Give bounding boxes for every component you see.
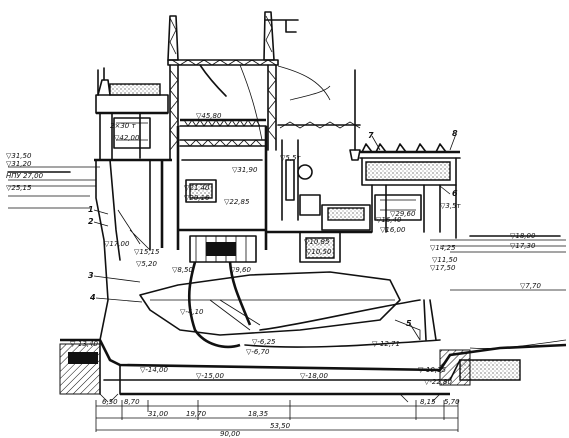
dimension-lines [95, 400, 459, 432]
dim-8: 53,50 [270, 422, 291, 430]
powerhouse-superstructure [167, 11, 331, 250]
elev-floor-1515: ▽15,15 [134, 248, 160, 256]
elev-crane-right: ▽5,5т [280, 154, 302, 162]
unit-block [178, 228, 372, 263]
elev-floor-neg1500: ▽-15,00 [196, 372, 224, 380]
elev-crane-top: ▽42,00 [114, 134, 140, 142]
marker-4: 4 [89, 293, 96, 302]
marker-3: 3 [88, 271, 94, 280]
dim-9: 90,00 [220, 430, 241, 438]
marker-1: 1 [88, 205, 94, 214]
marker-7: 7 [368, 131, 374, 140]
elev-gallery: ▽31,90 [232, 166, 258, 174]
elev-floor-2960: ▽29,60 [390, 210, 416, 218]
dim-3: 19,70 [186, 410, 207, 418]
elev-tail-2: ▽17,30 [510, 242, 536, 250]
dim-5: 8,15 [420, 398, 436, 406]
dimension-values: 6,50 8,70 19,70 18,35 8,15 5,70 31,00 53… [102, 398, 460, 438]
intake-gantry [94, 67, 172, 162]
dim-6: 5,70 [444, 398, 460, 406]
marker-6: 6 [452, 189, 458, 198]
elev-tail-4: ▽14,25 [430, 244, 456, 252]
elev-gen-floor-2: ▽20,16 [184, 194, 210, 202]
elev-gen-floor: ▽21,40 [184, 184, 210, 192]
elev-turbine-floor: ▽22,85 [224, 198, 250, 206]
elev-floor-960: ▽9,60 [230, 266, 252, 274]
elev-floor-neg1400: ▽-14,00 [140, 366, 168, 374]
marker-5: 5 [406, 319, 412, 328]
dim-7: 31,00 [148, 410, 169, 418]
elev-floor-520: ▽5,20 [136, 260, 158, 268]
elev-tail-3: ▽7,70 [520, 282, 542, 290]
elev-crest-left-2: ▽31,20 [6, 160, 32, 168]
elev-crest-left-1: ▽31,50 [6, 152, 32, 160]
elev-floor-1050: ▽10,50 [306, 248, 332, 256]
elev-floor-neg1800: ▽-18,00 [300, 372, 328, 380]
elev-floor-1085: ▽10,85 [304, 238, 330, 246]
transformer-area [277, 69, 371, 231]
elev-floor-850: ▽8,50 [172, 266, 194, 274]
draft-tube [139, 261, 441, 349]
elev-crane-left: 2×30 т [110, 122, 136, 130]
elev-floor-neg1015: ▽-10,15 [418, 366, 446, 374]
elev-floor-neg625: ▽-6,25 [252, 338, 276, 346]
elev-level-2: ▽25,15 [6, 184, 32, 192]
elev-floor-neg670: ▽-6,70 [246, 348, 270, 356]
foundation [59, 338, 567, 403]
tailrace-deck [359, 143, 461, 239]
marker-8: 8 [452, 129, 458, 138]
intake-dam-body [95, 159, 164, 341]
dim-2: 8,70 [124, 398, 140, 406]
callout-markers: 1 2 3 4 5 6 7 8 [88, 129, 458, 341]
elev-floor-neg1271: ▽-12,71 [372, 340, 400, 348]
marker-2: 2 [88, 217, 94, 226]
dim-4: 18,35 [248, 410, 269, 418]
elev-tail-1: ▽18,00 [510, 232, 536, 240]
elev-floor-neg2280: ▽-22,80 [424, 378, 452, 386]
elev-floor-1150: ▽11,50 [432, 256, 458, 264]
tailwater [430, 235, 566, 291]
upstream-water [7, 166, 100, 209]
elev-floor-1750: ▽17,50 [430, 264, 456, 272]
elevation-labels: ▽31,50 ▽31,20 НПУ 27,00 ▽25,15 2×30 т ▽4… [6, 112, 542, 386]
elev-floor-neg410: ▽-4,10 [180, 308, 204, 316]
elev-floor-1600: ▽16,00 [380, 226, 406, 234]
elev-headwater: НПУ 27,00 [6, 172, 44, 180]
elev-floor-neg1340: ▽-13,40 [70, 340, 98, 348]
elev-floor-1640: ▽16,40 [376, 216, 402, 224]
elev-floor-17: ▽17,00 [104, 240, 130, 248]
dim-1: 6,50 [102, 398, 118, 406]
elev-roof: ▽45,80 [196, 112, 222, 120]
elev-crane-right2: ▽3,5т [440, 202, 462, 210]
